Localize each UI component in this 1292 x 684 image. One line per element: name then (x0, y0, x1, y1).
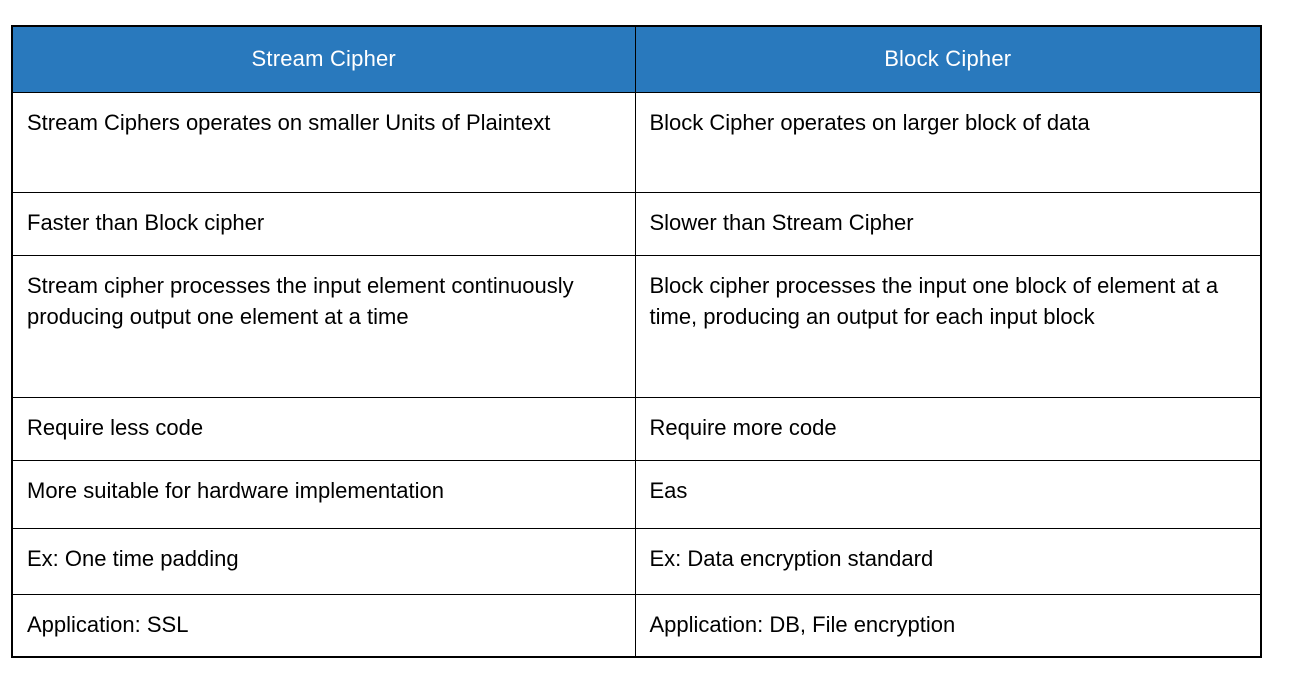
cell-stream-speed: Faster than Block cipher (11, 191, 636, 256)
cell-stream-code: Require less code (11, 396, 636, 461)
table-row: More suitable for hardware implementatio… (11, 459, 1262, 529)
cell-block-example: Ex: Data encryption standard (634, 527, 1262, 595)
header-block-cipher: Block Cipher (634, 25, 1262, 93)
cell-stream-application: Application: SSL (11, 593, 636, 658)
cipher-comparison-table: Stream Cipher Block Cipher Stream Cipher… (11, 25, 1262, 658)
cell-stream-suitability: More suitable for hardware implementatio… (11, 459, 636, 529)
cell-stream-example: Ex: One time padding (11, 527, 636, 595)
table-row: Stream cipher processes the input elemen… (11, 254, 1262, 398)
cell-block-code: Require more code (634, 396, 1262, 461)
cell-block-speed: Slower than Stream Cipher (634, 191, 1262, 256)
cell-block-application: Application: DB, File encryption (634, 593, 1262, 658)
cell-block-suitability: Eas (634, 459, 1262, 529)
table-row: Ex: One time padding Ex: Data encryption… (11, 527, 1262, 595)
table-row: Require less code Require more code (11, 396, 1262, 461)
table-row: Faster than Block cipher Slower than Str… (11, 191, 1262, 256)
header-stream-cipher: Stream Cipher (11, 25, 636, 93)
cell-stream-processing: Stream cipher processes the input elemen… (11, 254, 636, 398)
table-header-row: Stream Cipher Block Cipher (11, 25, 1262, 93)
cell-block-processing: Block cipher processes the input one blo… (634, 254, 1262, 398)
cell-stream-units: Stream Ciphers operates on smaller Units… (11, 91, 636, 193)
table-row: Application: SSL Application: DB, File e… (11, 593, 1262, 658)
cell-block-units: Block Cipher operates on larger block of… (634, 91, 1262, 193)
table-row: Stream Ciphers operates on smaller Units… (11, 91, 1262, 193)
